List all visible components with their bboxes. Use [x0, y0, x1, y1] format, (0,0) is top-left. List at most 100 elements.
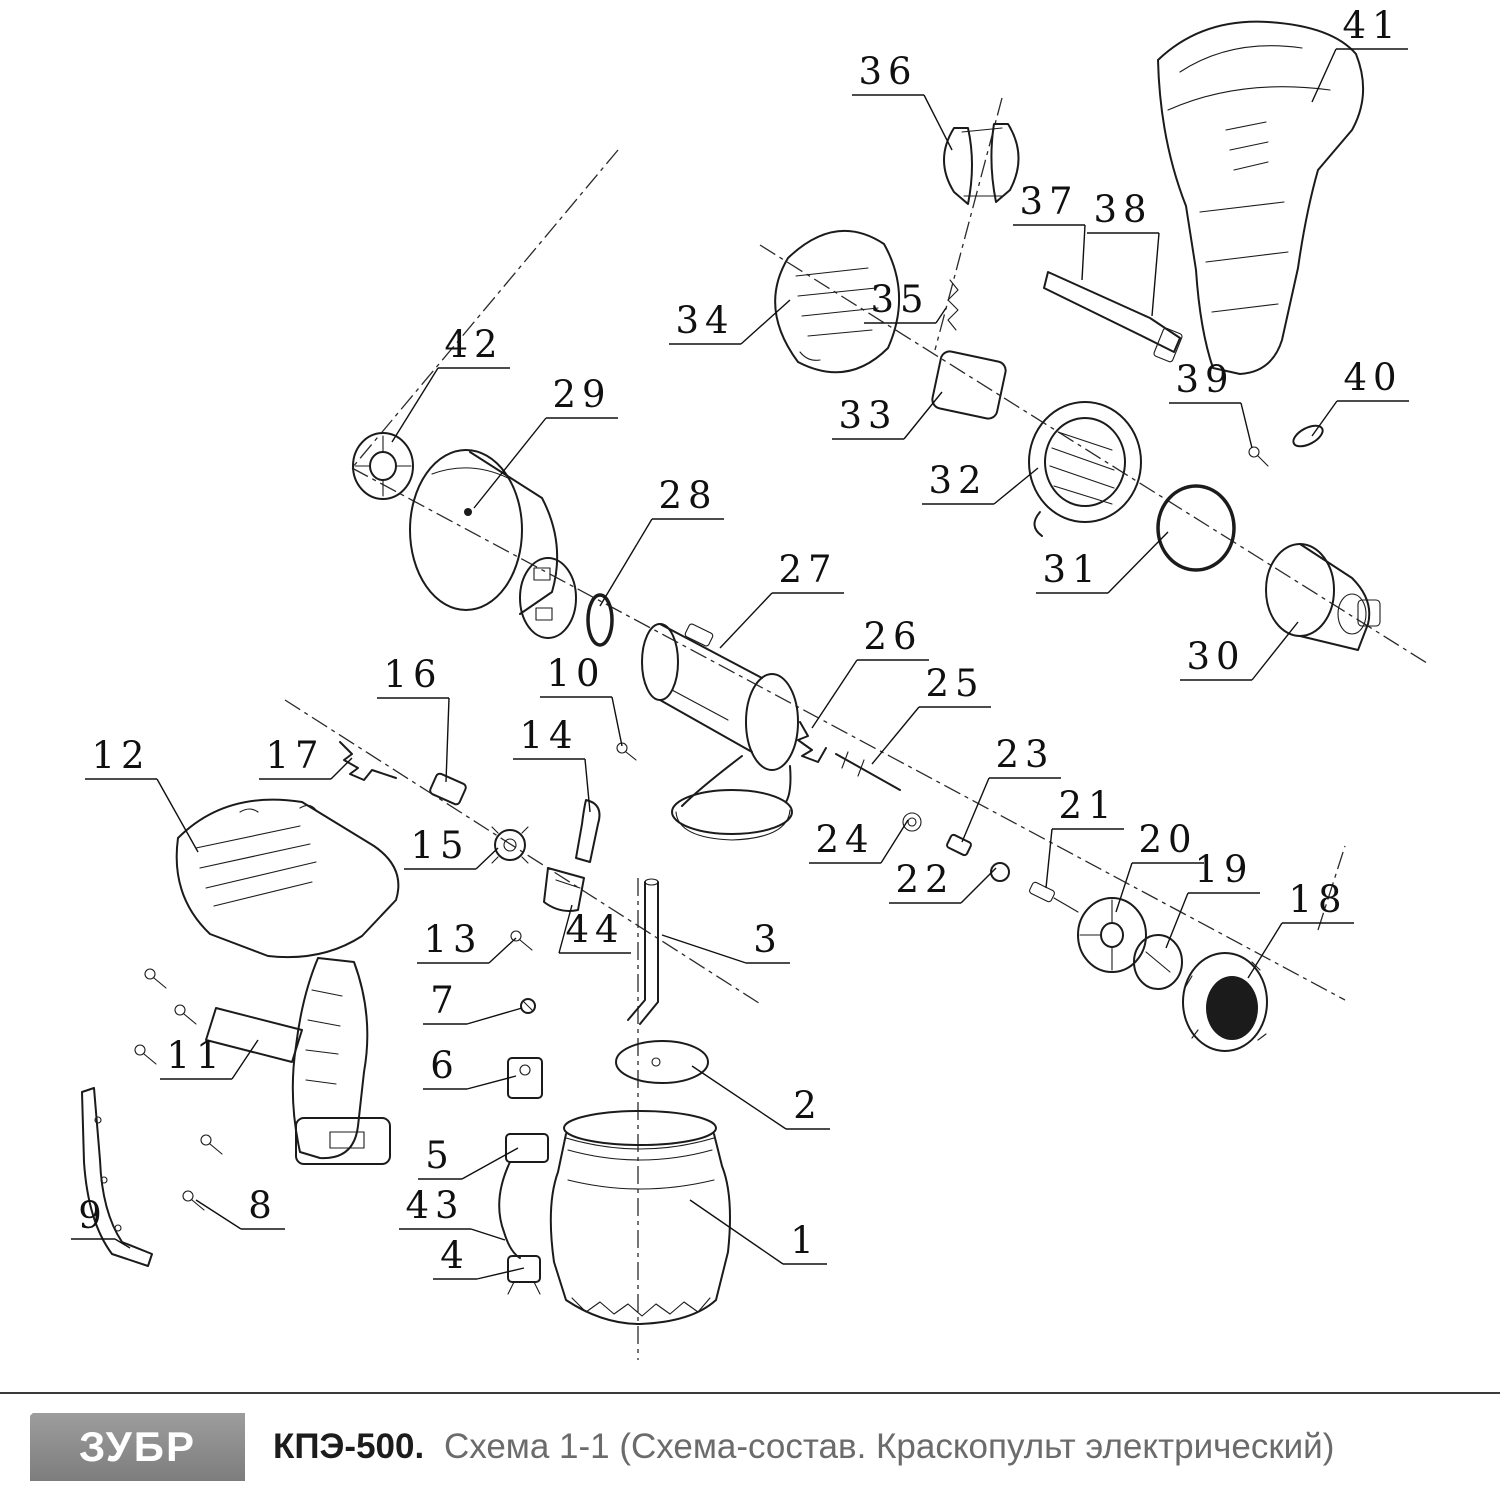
- retaining-ring-drawing: [586, 593, 614, 647]
- callout-leader-14: [584, 758, 591, 813]
- callout-leader-6: [466, 1075, 517, 1090]
- part-number-14: 14: [519, 714, 578, 757]
- part-number-23: 23: [995, 733, 1054, 776]
- callout-leader-16: [445, 697, 450, 783]
- callout-leader-40: [1311, 400, 1338, 437]
- callout-leader-30: [1251, 621, 1299, 681]
- part-number-30: 30: [1186, 635, 1245, 678]
- part-number-35: 35: [870, 278, 929, 321]
- part-number-20: 20: [1138, 818, 1197, 861]
- part-number-39: 39: [1175, 358, 1234, 401]
- callout-leader-11: [231, 1039, 259, 1080]
- sheet-subtitle: Схема 1-1 (Схема-состав. Краскопульт эле…: [443, 1427, 1335, 1466]
- callout-leader-1: [689, 1199, 784, 1265]
- part-number-2: 2: [793, 1084, 823, 1127]
- electric-parts-drawing: [498, 998, 549, 1295]
- filter-pad-drawing: [931, 350, 1007, 420]
- callout-leader-19: [1165, 892, 1189, 949]
- adjuster-knob-drawing: [1077, 897, 1268, 1052]
- part-number-32: 32: [928, 459, 987, 502]
- callout-leader-43: [470, 1228, 506, 1241]
- callout-leader-41: [1311, 48, 1337, 103]
- callout-leader-39: [1240, 402, 1253, 449]
- part-number-21: 21: [1058, 784, 1117, 827]
- clamp-drawing: [943, 123, 1020, 331]
- brand-name: ЗУБР: [78, 1423, 197, 1470]
- part-number-4: 4: [440, 1234, 470, 1277]
- callout-leader-5: [461, 1147, 519, 1180]
- part-number-37: 37: [1019, 180, 1078, 223]
- callout-leader-33: [903, 391, 943, 440]
- sheet-title: КПЭ-500. Схема 1-1 (Схема-состав. Краско…: [273, 1427, 1334, 1467]
- callout-leader-24: [880, 819, 909, 864]
- part-number-43: 43: [405, 1184, 464, 1227]
- callout-leader-31: [1107, 531, 1169, 594]
- callout-leader-7: [466, 1007, 523, 1025]
- front-body-drawing: [175, 798, 400, 1165]
- callout-leader-37: [1081, 224, 1086, 281]
- callout-leader-12: [156, 778, 199, 853]
- part-number-10: 10: [546, 652, 605, 695]
- part-number-13: 13: [423, 918, 482, 961]
- part-number-6: 6: [430, 1044, 460, 1087]
- callout-leader-42: [391, 367, 439, 443]
- callout-leader-32: [993, 467, 1039, 505]
- model-number: КПЭ-500.: [273, 1427, 425, 1466]
- part-number-42: 42: [444, 323, 503, 366]
- part-number-15: 15: [410, 824, 469, 867]
- part-number-12: 12: [91, 734, 150, 777]
- part-number-9: 9: [78, 1194, 108, 1237]
- part-number-17: 17: [265, 734, 324, 777]
- rear-cap-drawing: [1265, 543, 1381, 651]
- part-number-25: 25: [925, 662, 984, 705]
- fan-disc-drawing: [352, 432, 414, 500]
- callout-leader-21: [1045, 828, 1053, 889]
- callout-layer: 1234567891011121314151617181920212223242…: [71, 4, 1409, 1280]
- suction-tube-drawing: [627, 878, 659, 1025]
- title-block: ЗУБР КПЭ-500. Схема 1-1 (Схема-состав. К…: [0, 1392, 1500, 1500]
- filter-cover-drawing: [774, 230, 901, 374]
- part-number-22: 22: [895, 858, 954, 901]
- callout-leader-26: [811, 659, 858, 729]
- part-number-31: 31: [1042, 548, 1101, 591]
- part-number-8: 8: [248, 1184, 278, 1227]
- callout-leader-34: [740, 299, 791, 345]
- part-number-41: 41: [1342, 4, 1401, 47]
- part-number-27: 27: [778, 548, 837, 591]
- part-number-33: 33: [838, 394, 897, 437]
- lid-gasket-drawing: [615, 1040, 709, 1084]
- callout-leader-17: [330, 757, 353, 780]
- callout-leader-28: [599, 518, 653, 607]
- callout-leader-9: [114, 1238, 131, 1249]
- part-number-36: 36: [858, 50, 917, 93]
- part-number-5: 5: [425, 1134, 455, 1177]
- callout-leader-2: [691, 1065, 787, 1130]
- zubr-logo-icon: [2, 1398, 34, 1427]
- part-number-19: 19: [1194, 848, 1253, 891]
- callout-leader-44: [558, 904, 573, 954]
- callout-leader-27: [719, 592, 773, 649]
- callout-leader-4: [476, 1267, 525, 1280]
- callout-leader-29: [473, 417, 547, 509]
- assembly-axes: [284, 97, 1431, 1360]
- bracket-and-screws-drawing: [81, 742, 637, 1267]
- callout-leader-20: [1115, 862, 1133, 913]
- part-number-26: 26: [863, 615, 922, 658]
- pump-body-drawing: [641, 623, 799, 841]
- part-number-18: 18: [1288, 878, 1347, 921]
- callout-leader-36: [923, 94, 953, 151]
- callout-leader-8: [195, 1199, 242, 1230]
- o-ring-drawing: [1156, 484, 1236, 572]
- screw-and-clip-drawing: [1248, 424, 1324, 467]
- filter-holder-drawing: [1028, 401, 1142, 537]
- part-number-34: 34: [675, 299, 734, 342]
- trigger-group-drawing: [339, 741, 601, 912]
- callout-leader-13: [488, 937, 517, 964]
- part-number-38: 38: [1093, 188, 1152, 231]
- callout-leader-15: [475, 847, 499, 870]
- part-number-1: 1: [790, 1219, 820, 1262]
- callout-leader-25: [871, 706, 920, 765]
- part-number-40: 40: [1343, 356, 1402, 399]
